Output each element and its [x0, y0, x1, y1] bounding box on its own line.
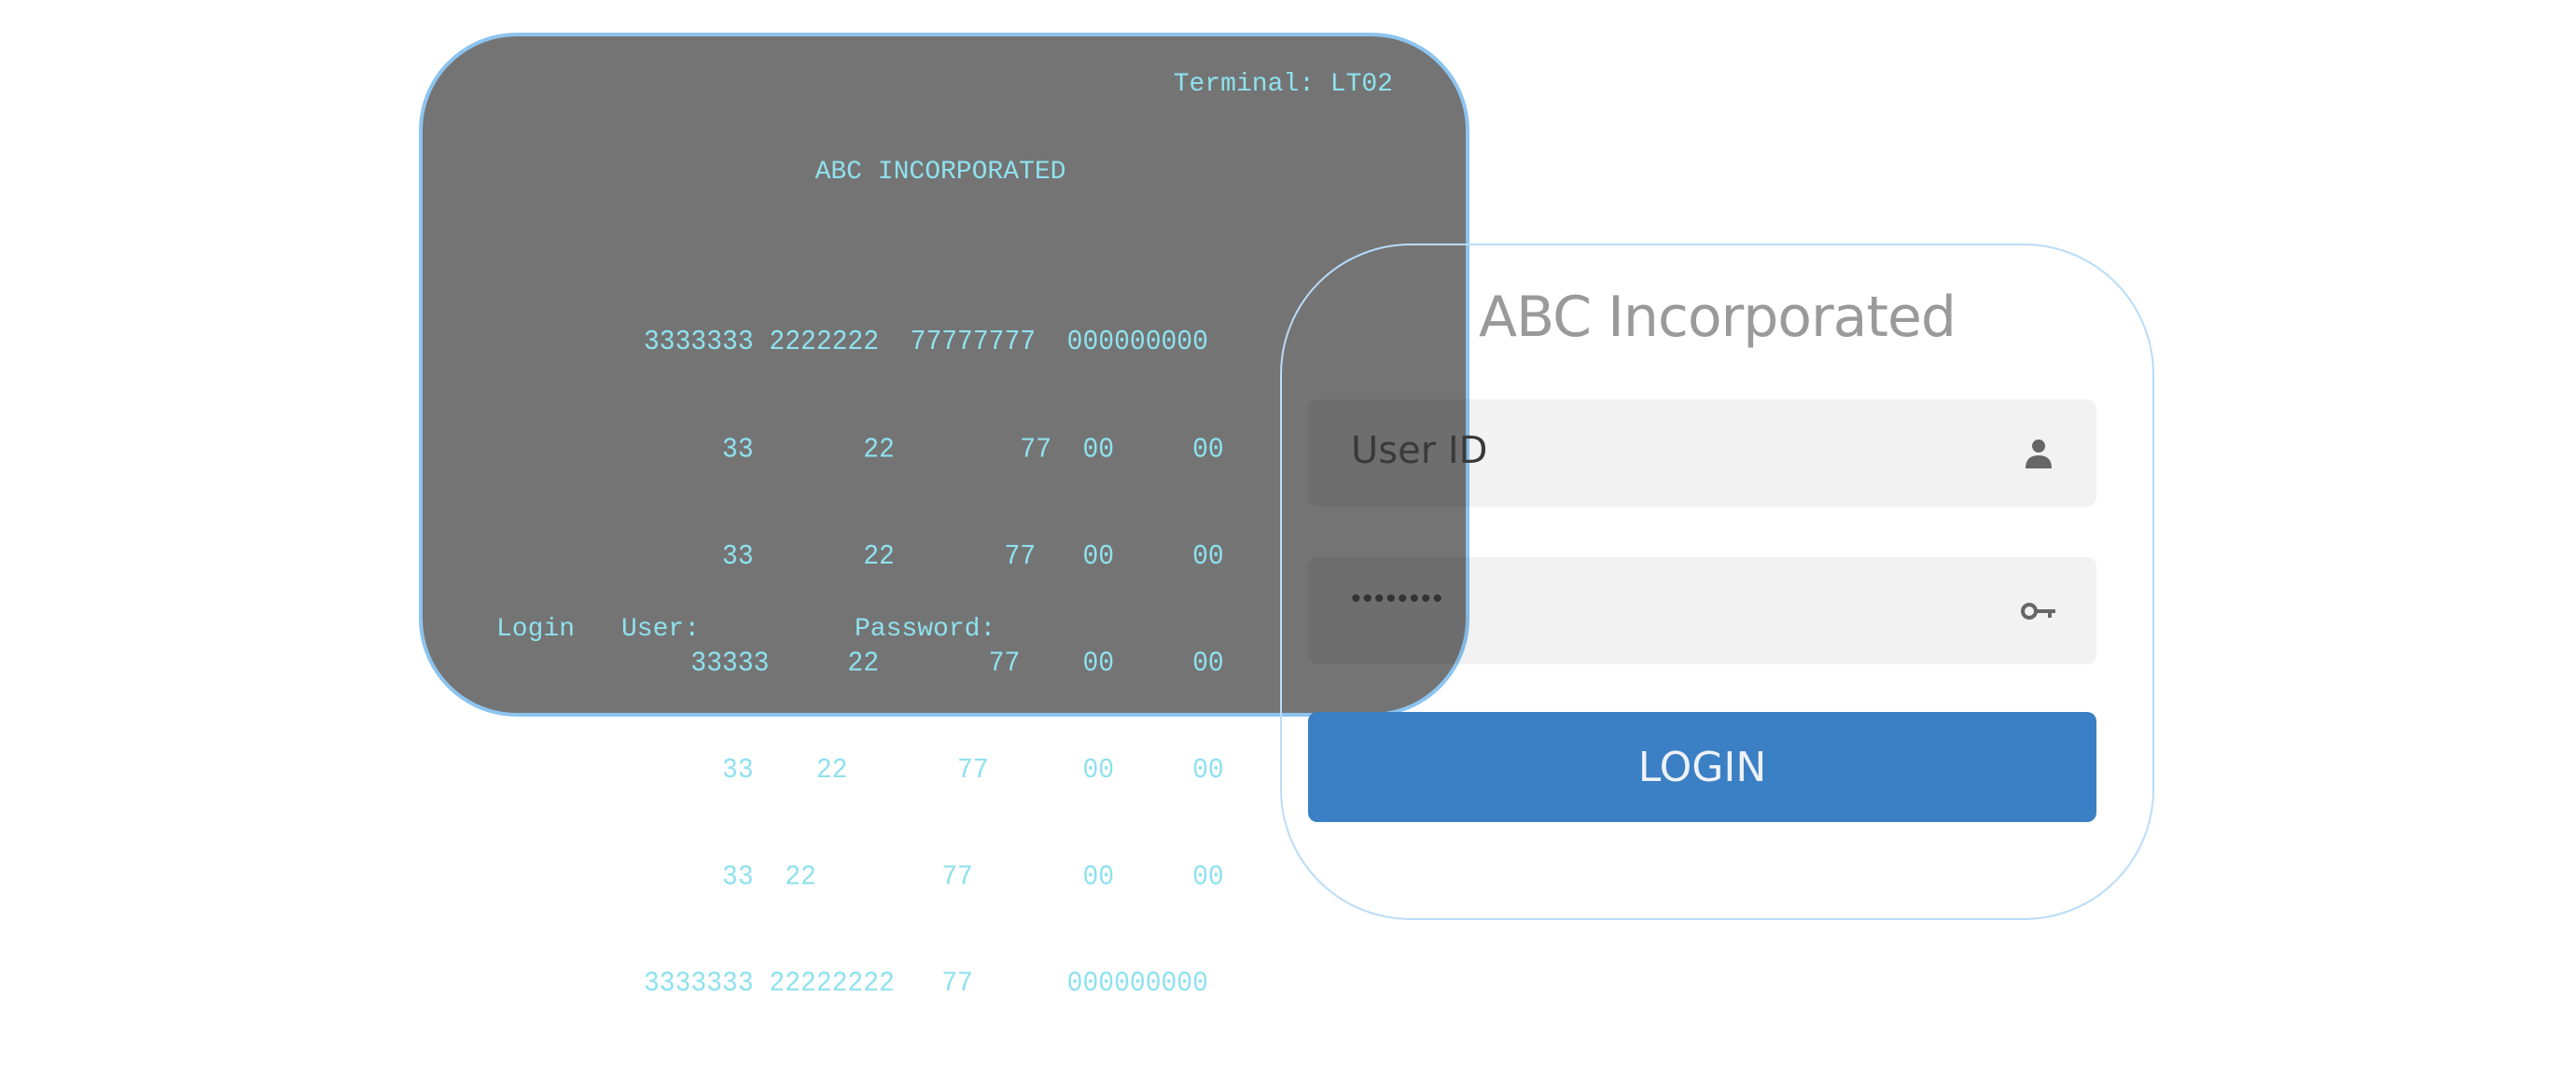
- card-title: ABC Incorporated: [1479, 285, 1956, 350]
- banner-line: 33 22 77 00 00: [644, 540, 1224, 573]
- login-button[interactable]: LOGIN: [1308, 712, 2096, 822]
- terminal-id: Terminal: LT02: [1173, 70, 1393, 99]
- user-id-input[interactable]: User ID: [1308, 399, 2096, 507]
- banner-line: 3333333 22222222 77 000000000: [644, 968, 1208, 1000]
- user-id-placeholder: User ID: [1351, 429, 1488, 472]
- password-value: ••••••••: [1351, 583, 1445, 614]
- password-input[interactable]: ••••••••: [1308, 557, 2096, 664]
- banner-line: 33 22 77 00 00: [644, 433, 1224, 467]
- ascii-banner: 3333333 2222222 77777777 000000000 33 22…: [644, 255, 1224, 1074]
- terminal-password-field[interactable]: Password:: [855, 615, 996, 644]
- banner-line: 3333333 2222222 77777777 000000000: [644, 327, 1208, 359]
- terminal-user-field[interactable]: User:: [621, 615, 701, 644]
- terminal-login-label: Login: [496, 615, 576, 644]
- banner-line: 33 22 77 00 00: [644, 860, 1224, 894]
- login-card: ABC Incorporated User ID •••••••• LOGIN: [1280, 244, 2154, 920]
- terminal-screen: Terminal: LT02 ABC INCORPORATED 3333333 …: [419, 33, 1469, 1000]
- terminal-title: ABC INCORPORATED: [815, 158, 1066, 187]
- person-icon: [2026, 439, 2052, 468]
- banner-line: 33 22 77 00 00: [644, 754, 1224, 787]
- banner-line: 33333 22 77 00 00: [644, 647, 1224, 680]
- key-icon: [2021, 603, 2055, 620]
